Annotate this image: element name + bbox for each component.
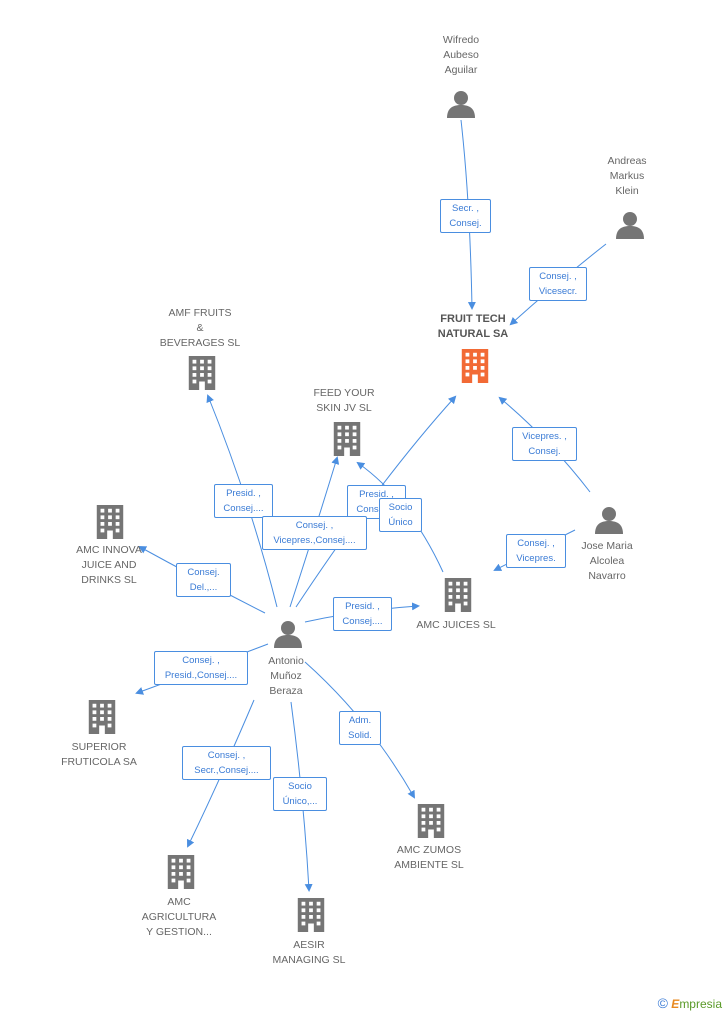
brand-name: mpresia <box>679 997 722 1011</box>
empresia-logo: © Empresia <box>658 995 722 1011</box>
node-amc-juices-label[interactable]: AMC JUICES SL <box>416 619 496 631</box>
building-icon <box>444 578 472 612</box>
node-superior-label[interactable]: SUPERIOR FRUTICOLA SA <box>61 741 137 768</box>
node-amc-innova-label[interactable]: AMC INNOVA JUICE AND DRINKS SL <box>76 544 142 586</box>
building-icon <box>333 422 361 456</box>
brand-initial: E <box>671 997 680 1011</box>
edge-label-antonio-juices[interactable]: Presid. , Consej.... <box>333 597 392 631</box>
node-amc-agricultura-label[interactable]: AMC AGRICULTURA Y GESTION... <box>141 896 217 938</box>
edge-label-antonio-feed[interactable]: Consej. , Vicepres.,Consej.... <box>262 516 367 550</box>
node-fruit-tech-label[interactable]: FRUIT TECH NATURAL SA <box>437 313 509 340</box>
building-icon <box>417 804 445 838</box>
copyright-icon: © <box>657 995 668 1011</box>
edge-label-antonio-zumos[interactable]: Adm. Solid. <box>339 711 381 745</box>
edge-label-antonio-innova[interactable]: Consej. Del.,... <box>176 563 231 597</box>
building-icon <box>188 356 216 390</box>
building-icon <box>297 898 325 932</box>
person-icon <box>616 212 644 239</box>
node-jose-maria-label[interactable]: Jose Maria Alcolea Navarro <box>581 540 633 582</box>
building-icon <box>88 700 116 734</box>
edge-label-jose-fruit-tech[interactable]: Vicepres. , Consej. <box>512 427 577 461</box>
person-icon <box>447 91 475 118</box>
node-andreas-label[interactable]: Andreas Markus Klein <box>607 155 647 197</box>
edge-label-antonio-aesir[interactable]: Socio Único,... <box>273 777 327 811</box>
edge-label-antonio-agricultura[interactable]: Consej. , Secr.,Consej.... <box>182 746 271 780</box>
edge-label-antonio-amf[interactable]: Presid. , Consej.... <box>214 484 273 518</box>
edge-label-wilfredo-fruit-tech[interactable]: Secr. , Consej. <box>440 199 491 233</box>
edge-label-andreas-fruit-tech[interactable]: Consej. , Vicesecr. <box>529 267 587 301</box>
node-wilfredo-label[interactable]: Wifredo Aubeso Aguilar <box>442 34 480 76</box>
person-icon <box>595 507 623 534</box>
edge-label-juices-feed[interactable]: Socio Único <box>379 498 422 532</box>
building-icon <box>461 349 489 383</box>
node-amc-zumos-label[interactable]: AMC ZUMOS AMBIENTE SL <box>394 844 464 871</box>
node-aesir-label[interactable]: AESIR MANAGING SL <box>272 939 346 966</box>
edge-label-antonio-superior[interactable]: Consej. , Presid.,Consej.... <box>154 651 248 685</box>
node-feed-your-skin-label[interactable]: FEED YOUR SKIN JV SL <box>313 387 375 414</box>
building-icon <box>96 505 124 539</box>
node-antonio-label[interactable]: Antonio Muñoz Beraza <box>268 655 304 697</box>
node-amf-fruits-label[interactable]: AMF FRUITS & BEVERAGES SL <box>159 307 241 349</box>
edge-label-jose-amc-juices[interactable]: Consej. , Vicepres. <box>506 534 566 568</box>
building-icon <box>167 855 195 889</box>
person-icon <box>274 621 302 648</box>
